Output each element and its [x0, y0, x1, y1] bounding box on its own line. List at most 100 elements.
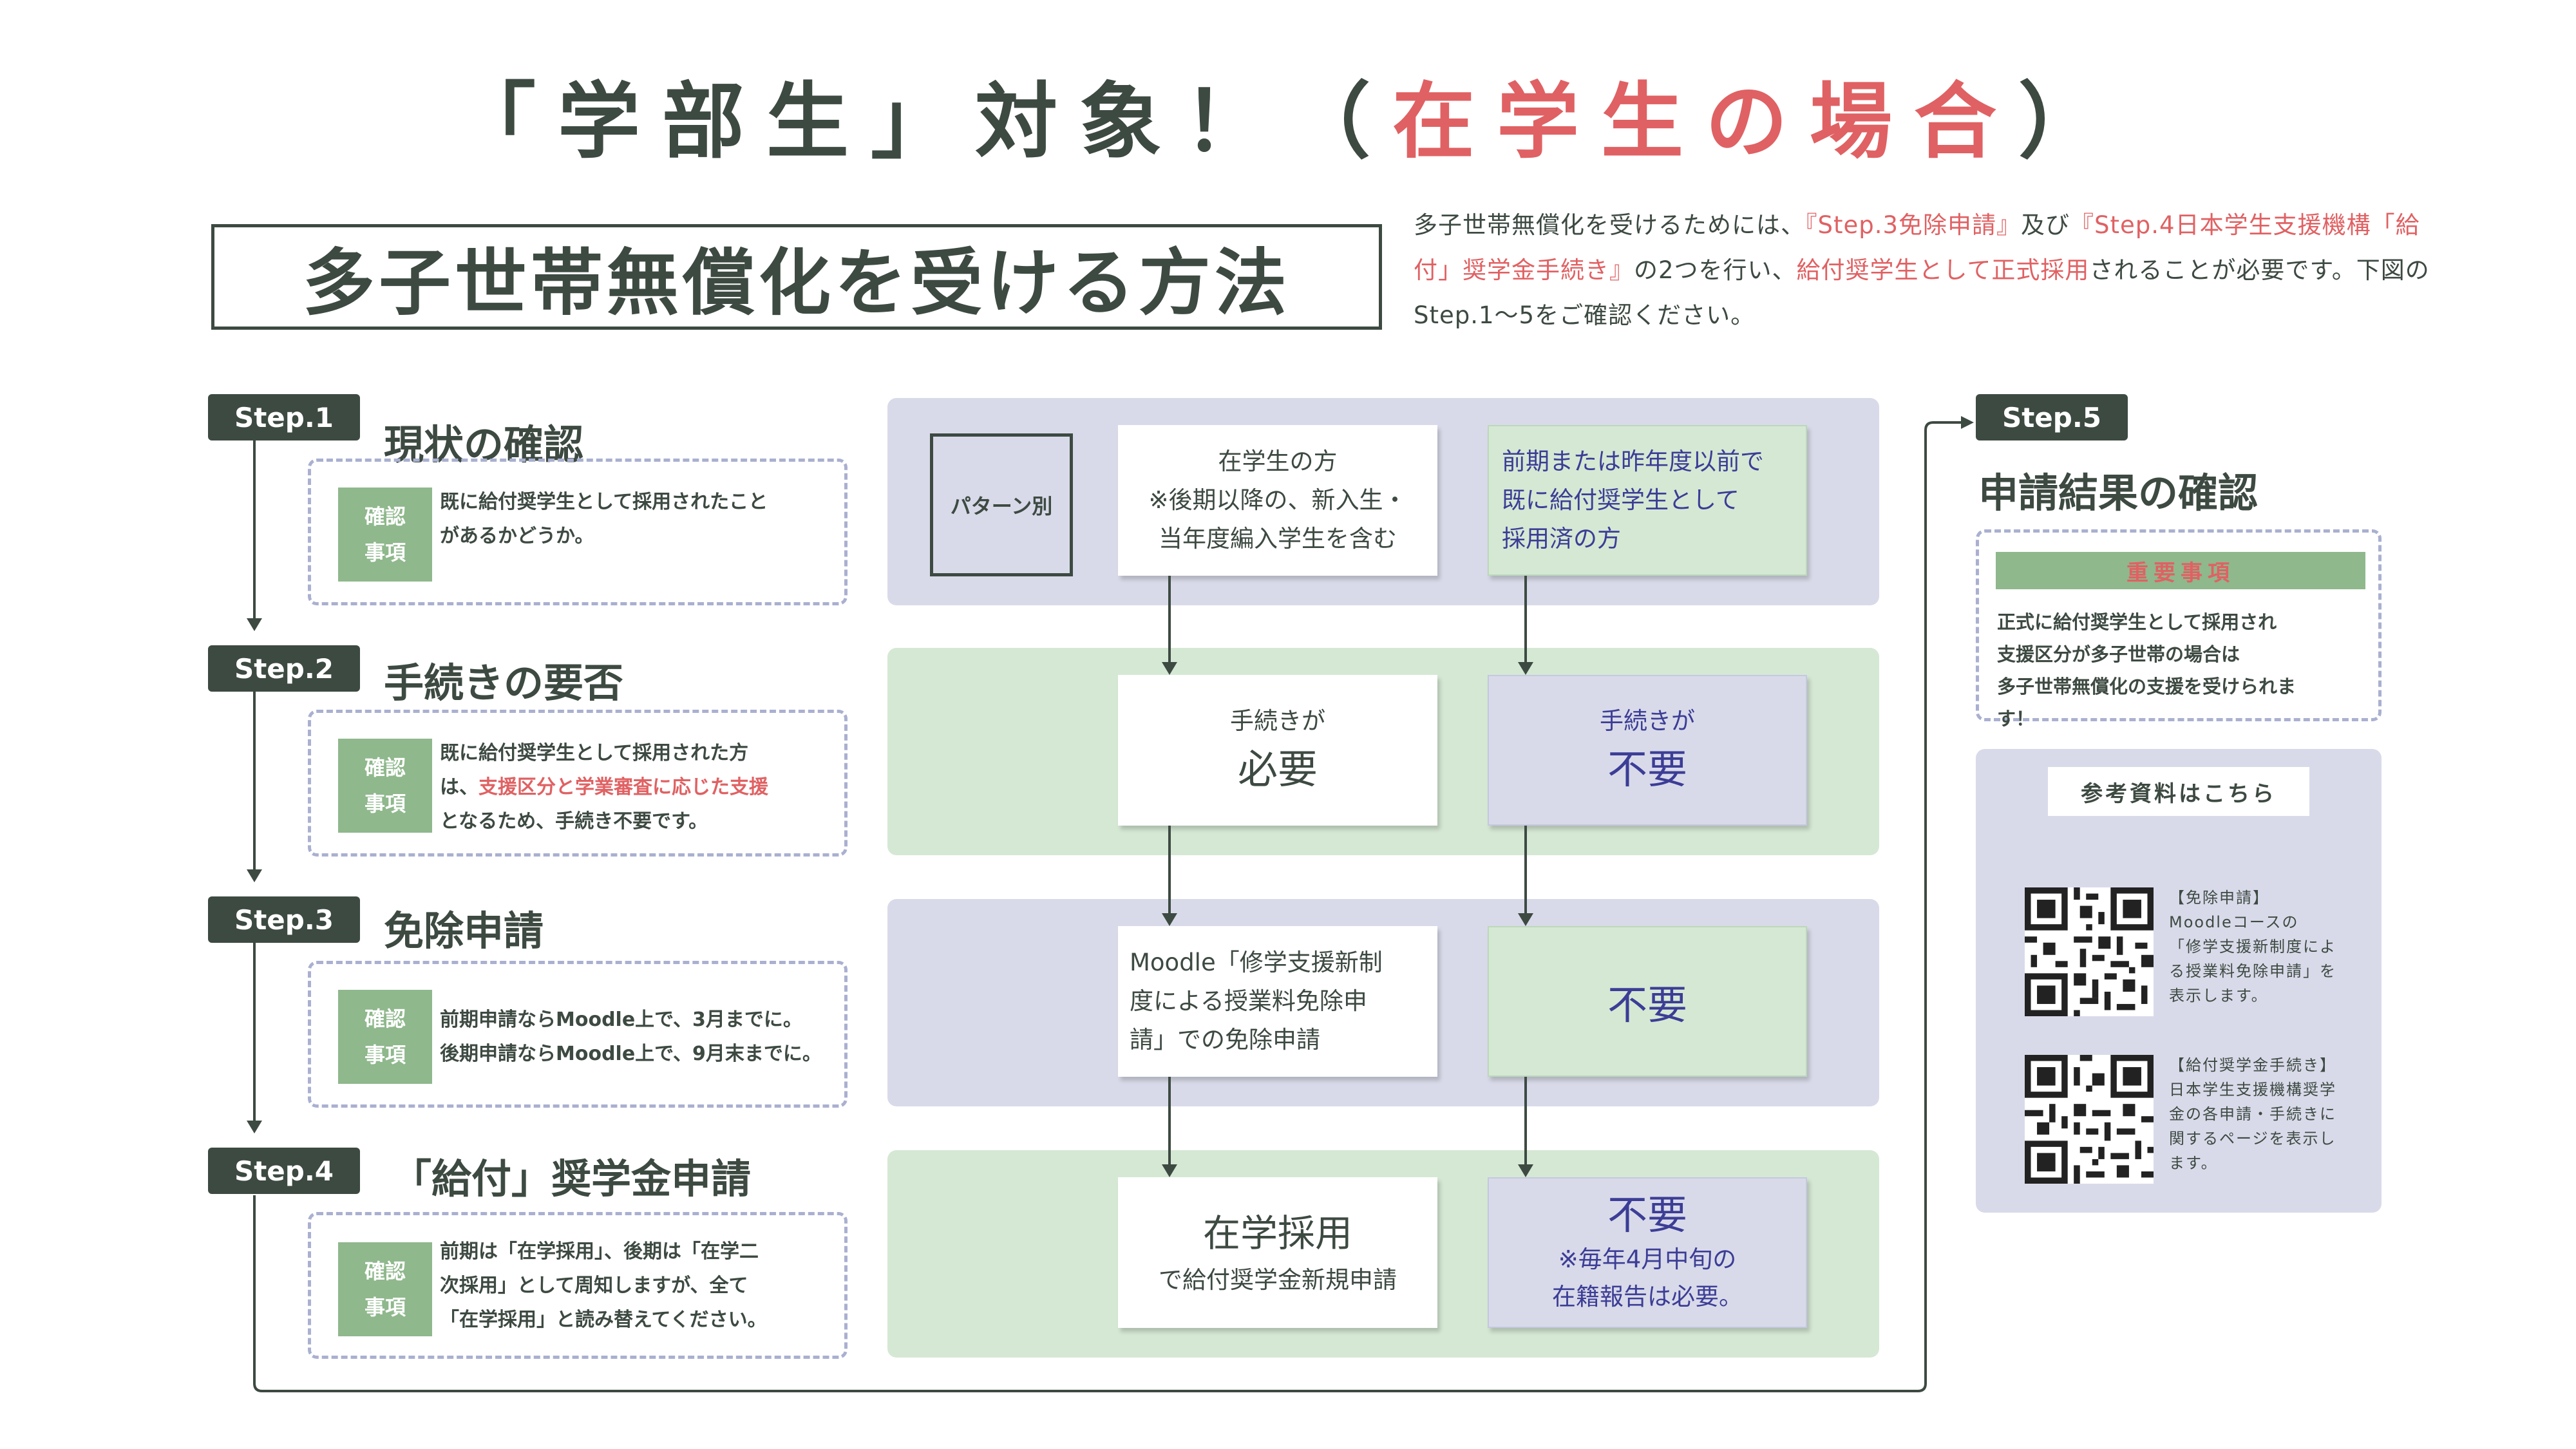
step-arrow-1 [247, 618, 262, 631]
intro-s2: 『Step.3免除申請』 [1805, 211, 2022, 239]
intro-s5: の2つを行い、 [1634, 256, 1797, 284]
card-line: 採用済の方 [1502, 525, 1621, 553]
card-small-text: で給付奨学金新規申請 [1159, 1266, 1397, 1294]
flow-line-left-2 [1168, 826, 1171, 914]
step-connector-1 [253, 440, 256, 621]
flow-arrow-right-1 [1518, 662, 1533, 675]
important-line: 支援区分が多子世帯の場合は [1997, 643, 2240, 665]
step-arrow-2 [247, 869, 262, 882]
check-line: 「在学採用」と読み替えてください。 [440, 1309, 767, 1331]
step-3-check-box: 確認事項 前期申請ならMoodle上で、3月までに。 後期申請ならMoodle上… [308, 961, 848, 1108]
intro-text: 多子世帯無償化を受けるためには、『Step.3免除申請』及び『Step.4日本学… [1414, 203, 2438, 338]
step-4-badge: 確認事項 [338, 1242, 432, 1336]
card-exemption-not-required: 不要 [1488, 926, 1807, 1077]
flow-line-right-1 [1524, 576, 1527, 663]
flow-arrow-right-2 [1518, 913, 1533, 926]
step-5-title: 申請結果の確認 [1978, 469, 2259, 516]
ref-line: 「修学支援新制度によ [2169, 938, 2336, 956]
check-line: は、支援区分と学業審査に応じた支援 [440, 770, 768, 804]
card-big-text: 不要 [1607, 1191, 1687, 1238]
step-3-title: 免除申請 [384, 907, 544, 954]
check-line: 前期申請ならMoodle上で、3月までに。 [440, 1009, 802, 1031]
qr-code-exemption-icon[interactable] [2025, 887, 2154, 1016]
step-4-title: 「給付」奨学金申請 [392, 1155, 752, 1202]
step-2-text: 既に給付奨学生として採用された方 は、支援区分と学業審査に応じた支援 となるため… [440, 736, 768, 838]
card-procedure-required: 手続きが 必要 [1118, 675, 1437, 826]
title-part-2: 在学生の場合 [1392, 74, 2018, 170]
ref-line: 【給付奨学金手続き】 [2169, 1056, 2336, 1074]
flow-line-right-3 [1524, 1077, 1527, 1166]
badge-line: 確認 [364, 1259, 406, 1283]
card-line: ※後期以降の、新入生・ [1148, 486, 1407, 514]
flow-line-right-2 [1524, 826, 1527, 914]
badge-line: 確認 [364, 755, 406, 780]
card-line: Moodle「修学支援新制 [1130, 949, 1383, 976]
step-1-check-box: 確認事項 既に給付奨学生として採用されたこと があるかどうか。 [308, 459, 848, 605]
card-already-adopted: 前期または昨年度以前で 既に給付奨学生として 採用済の方 [1488, 425, 1807, 576]
step-2-title: 手続きの要否 [384, 659, 624, 706]
flow-arrow-right-3 [1518, 1164, 1533, 1177]
intro-s1: 多子世帯無償化を受けるためには、 [1414, 211, 1805, 239]
card-procedure-not-required: 手続きが 不要 [1488, 675, 1807, 826]
card-line: 既に給付奨学生として [1502, 486, 1739, 514]
flow-arrow-left-2 [1162, 913, 1177, 926]
qr-code-scholarship-icon[interactable] [2025, 1055, 2154, 1184]
intro-s7: されることが必要です。下図のStep.1～5をご確認ください。 [1414, 256, 2430, 329]
step-4-text: 前期は「在学採用」、後期は「在学二 次採用」として周知しますが、全て 「在学採用… [440, 1235, 767, 1337]
intro-s4: 『Step.4日本学生支援機構「給付」奨学金手続き』 [1414, 211, 2420, 284]
step-4-check-box: 確認事項 前期は「在学採用」、後期は「在学二 次採用」として周知しますが、全て … [308, 1212, 848, 1359]
step-1-text: 既に給付奨学生として採用されたこと があるかどうか。 [440, 485, 768, 553]
step-arrow-3 [247, 1121, 262, 1133]
card-line: 前期または昨年度以前で [1502, 448, 1764, 475]
page-title: 「学部生」対象！（在学生の場合） [0, 55, 2576, 174]
card-big-text: 不要 [1607, 981, 1687, 1028]
check-line: 前期は「在学採用」、後期は「在学二 [440, 1240, 759, 1263]
card-enrolled-adoption: 在学採用 で給付奨学金新規申請 [1118, 1177, 1437, 1328]
title-part-1: 「学部生」対象！（ [453, 74, 1392, 170]
ref-line: ます。 [2169, 1154, 2218, 1172]
reference-panel: 参考資料はこちら 【免除申請】 Moodleコースの 「修学支援新制度によ る授… [1976, 749, 2382, 1213]
step-3-pill: Step.3 [208, 896, 360, 943]
card-small-text: 手続きが [1600, 707, 1695, 735]
pattern-box: パターン別 [930, 433, 1073, 576]
card-line: 当年度編入学生を含む [1159, 525, 1397, 553]
important-label: 重要事項 [1996, 552, 2365, 589]
important-text: 正式に給付奨学生として採用され 支援区分が多子世帯の場合は 多子世帯無償化の支援… [1997, 606, 2296, 735]
ref-line: Moodleコースの [2169, 913, 2299, 931]
method-title: 多子世帯無償化を受ける方法 [303, 242, 1291, 325]
step-5-pill: Step.5 [1976, 394, 2128, 440]
step-2-badge: 確認事項 [338, 739, 432, 833]
step-2-pill: Step.2 [208, 645, 360, 692]
check-line: 後期申請ならMoodle上で、9月末までに。 [440, 1043, 822, 1065]
badge-line: 事項 [364, 540, 406, 565]
step-3-text: 前期申請ならMoodle上で、3月までに。 後期申請ならMoodle上で、9月末… [440, 1003, 822, 1071]
badge-line: 確認 [364, 1007, 406, 1031]
reference-text-scholarship: 【給付奨学金手続き】 日本学生支援機構奨学 金の各申請・手続きに 関するページを… [2169, 1053, 2336, 1175]
card-small-text: 在籍報告は必要。 [1552, 1283, 1743, 1311]
step-2-check-box: 確認事項 既に給付奨学生として採用された方 は、支援区分と学業審査に応じた支援 … [308, 710, 848, 857]
intro-s3: 及び [2021, 211, 2070, 239]
intro-s6: 給付奨学生として正式採用 [1796, 256, 2090, 284]
step-1-badge: 確認事項 [338, 488, 432, 582]
step-4-pill: Step.4 [208, 1148, 360, 1194]
flow-arrow-left-1 [1162, 662, 1177, 675]
flow-line-left-3 [1168, 1077, 1171, 1166]
check-line-highlight: 支援区分と学業審査に応じた支援 [478, 776, 768, 799]
check-line: 既に給付奨学生として採用されたこと [440, 491, 768, 513]
ref-line: 関するページを表示し [2169, 1130, 2336, 1148]
reference-text-exemption: 【免除申請】 Moodleコースの 「修学支援新制度によ る授業料免除申請」を … [2169, 886, 2336, 1008]
reference-title: 参考資料はこちら [2048, 767, 2309, 816]
ref-line: 日本学生支援機構奨学 [2169, 1081, 2336, 1099]
check-line: 次採用」として周知しますが、全て [440, 1274, 748, 1297]
step-1-pill: Step.1 [208, 394, 360, 440]
ref-line: 表示します。 [2169, 987, 2268, 1005]
badge-line: 事項 [364, 1043, 406, 1067]
card-moodle-exemption: Moodle「修学支援新制 度による授業料免除申 請」での免除申請 [1118, 926, 1437, 1077]
card-big-text: 在学採用 [1202, 1211, 1352, 1255]
check-line: があるかどうか。 [440, 525, 594, 547]
badge-line: 事項 [364, 1295, 406, 1320]
step-connector-3 [253, 943, 256, 1123]
important-line: す！ [1997, 708, 2035, 730]
important-line: 正式に給付奨学生として採用され [1997, 611, 2277, 633]
